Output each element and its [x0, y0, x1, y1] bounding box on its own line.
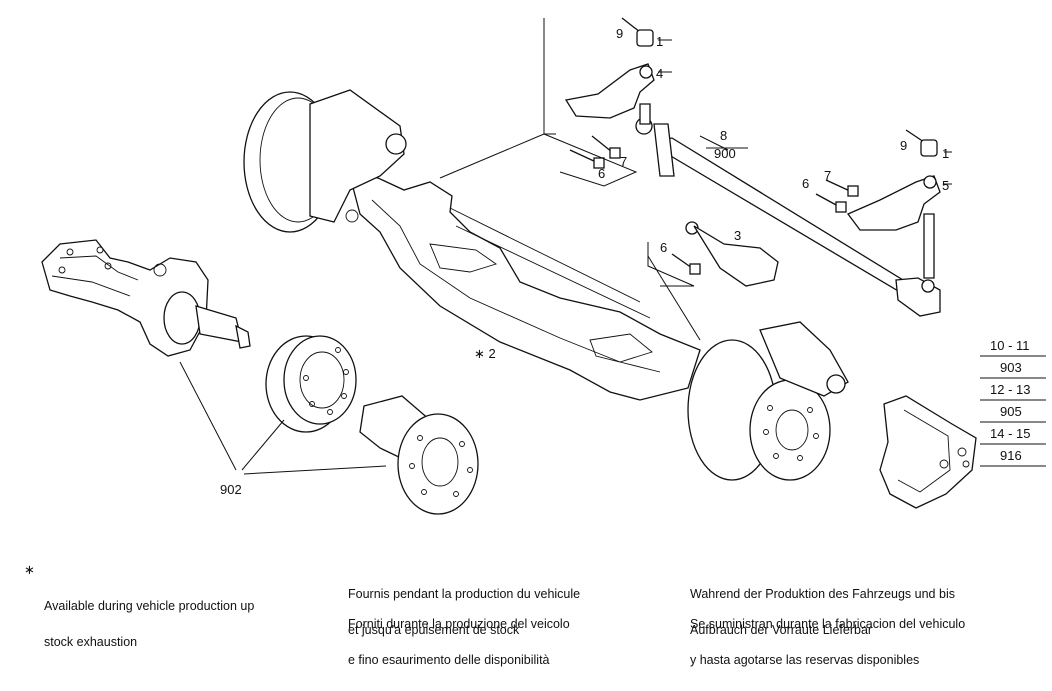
axle-exploded-diagram: 9 1 4 8 900 7 6 9 1 7 6 5 6 3 ∗ 2 902 10…: [41, 17, 1046, 515]
note-line: e fino esaurimento delle disponibilità: [348, 653, 550, 667]
left-steering-knuckle: [41, 239, 251, 357]
footnotes: ∗ Available during vehicle production up…: [0, 560, 1052, 666]
wheel-hub: [359, 395, 479, 515]
left-axle-hub: [243, 89, 407, 233]
callout-9-right: 9: [900, 138, 907, 153]
note-line: stock exhaustion: [44, 635, 138, 649]
callout-1: 1: [656, 34, 663, 49]
note-line: Available during vehicle production up: [44, 599, 255, 613]
callout-2: ∗ 2: [474, 346, 496, 361]
note-italian: Forniti durante la produzione del veicol…: [348, 594, 570, 690]
asterisk-icon: ∗: [24, 562, 35, 577]
ref-code: 903: [1000, 360, 1022, 375]
steering-arm-right: [846, 175, 941, 279]
right-brake-bracket: [879, 395, 977, 509]
callout-6-right: 6: [802, 176, 809, 191]
axle-beam: [349, 175, 701, 401]
drag-link: [685, 221, 779, 287]
brake-disc: [265, 335, 357, 433]
steering-arm-left: [564, 63, 655, 125]
callout-4: 4: [656, 66, 663, 81]
tie-rod: [635, 117, 941, 317]
ref-code: 905: [1000, 404, 1022, 419]
callout-6-link: 6: [660, 240, 667, 255]
ref-range: 14 - 15: [990, 426, 1030, 441]
note-spanish: Se suministran durante la fabricacion de…: [690, 594, 965, 690]
note-english: ∗ Available during vehicle production up…: [24, 562, 255, 672]
note-line: Forniti durante la produzione del veicol…: [348, 617, 570, 631]
callout-900: 900: [714, 146, 736, 161]
note-line: Se suministran durante la fabricacion de…: [690, 617, 966, 631]
ref-code: 916: [1000, 448, 1022, 463]
note-line: y hasta agotarse las reservas disponible…: [690, 653, 920, 667]
callout-1-right: 1: [942, 146, 949, 161]
callout-5: 5: [942, 178, 949, 193]
leader-lines: [179, 18, 952, 475]
callout-6: 6: [598, 166, 605, 181]
callout-7-right: 7: [824, 168, 831, 183]
callout-3: 3: [734, 228, 741, 243]
callout-7: 7: [620, 154, 627, 169]
ref-range: 12 - 13: [990, 382, 1030, 397]
callout-902: 902: [220, 482, 242, 497]
ref-table: 10 - 11 903 12 - 13 905 14 - 15 916: [980, 338, 1046, 467]
callouts: 9 1 4 8 900 7 6 9 1 7 6 5 6 3 ∗ 2 902: [220, 26, 949, 497]
right-axle-hub: [687, 321, 849, 481]
note-line: Fournis pendant la production du vehicul…: [348, 587, 581, 601]
note-line: Wahrend der Produktion des Fahrzeugs und…: [690, 587, 955, 601]
callout-8: 8: [720, 128, 727, 143]
bolts-and-nuts: [569, 17, 938, 275]
callout-9: 9: [616, 26, 623, 41]
ref-range: 10 - 11: [990, 338, 1030, 353]
